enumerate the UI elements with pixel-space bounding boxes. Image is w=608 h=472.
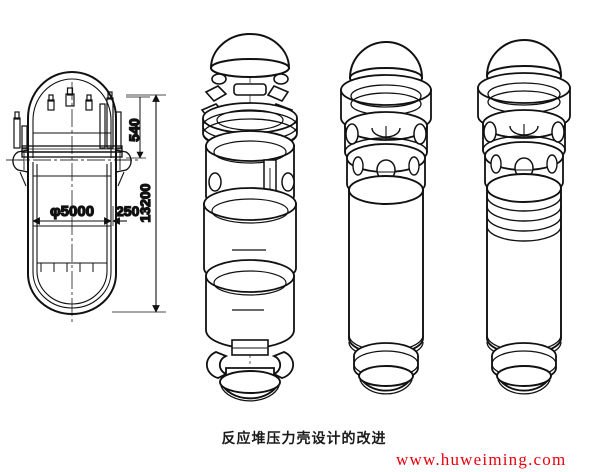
v2-bottom-dome — [358, 365, 414, 395]
total-height-label: 13200 — [137, 183, 153, 222]
wall-offset-label: 250 — [116, 203, 140, 219]
v1-bottom-neck — [231, 339, 269, 356]
head-height-dimension: 540 — [125, 96, 150, 159]
right-coolant-nozzle — [115, 149, 132, 187]
left-standpipes — [13, 111, 28, 149]
figure-caption: 反应堆压力壳设计的改进 — [221, 431, 387, 447]
vessel-inner-wall — [32, 78, 112, 309]
head-flange-joint — [21, 145, 123, 158]
left-coolant-nozzle — [12, 149, 29, 187]
head-height-label: 540 — [126, 118, 142, 142]
diameter-dimension-label: φ5000 — [50, 203, 94, 220]
right-standpipes — [99, 91, 122, 149]
vessel-design-variant-1 — [200, 33, 298, 402]
v1-bottom-dome — [219, 370, 281, 402]
wall-offset-dimension: 250 — [112, 202, 140, 226]
v3-bottom-dome — [496, 365, 552, 395]
vessel-design-variant-3 — [477, 39, 571, 395]
site-watermark: www.huweiming.com — [396, 450, 567, 469]
total-height-dimension: 13200 — [112, 94, 166, 313]
v1-side-nozzle-ports — [208, 172, 295, 192]
control-rod-drive-nozzles — [47, 87, 93, 111]
v1-lower-shell — [205, 259, 295, 349]
v1-dome-head — [209, 33, 291, 78]
vessel-design-variant-2 — [340, 41, 432, 395]
cross-section-drawing: φ5000 250 540 13200 — [6, 71, 166, 322]
diameter-dimension: φ5000 — [32, 202, 112, 225]
internal-shell-lines — [33, 175, 111, 264]
v3-banded-shell — [486, 173, 562, 359]
core-support-structures — [40, 263, 94, 272]
v2-main-shell — [348, 175, 424, 359]
